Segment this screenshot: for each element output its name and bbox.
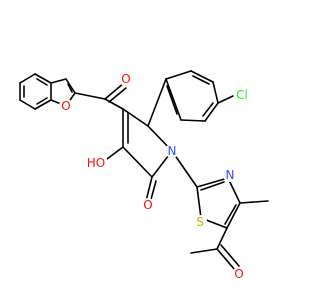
atom-label-n-thiazole: N xyxy=(226,168,235,182)
bond xyxy=(190,70,214,83)
bond xyxy=(165,78,182,121)
bond xyxy=(192,75,210,85)
bond xyxy=(204,102,219,122)
acetyl-oxygen-atom: O xyxy=(232,267,246,281)
bond xyxy=(239,200,269,204)
bond xyxy=(196,186,202,219)
atom-label-cl: Cl xyxy=(236,88,248,102)
bond xyxy=(216,227,228,250)
chlorine-atom: Cl xyxy=(234,88,250,102)
lactam-oxygen-atom: O xyxy=(141,198,155,212)
bond xyxy=(220,244,240,267)
bond xyxy=(108,87,127,103)
bond xyxy=(104,98,124,110)
furan-oxygen-atom: O xyxy=(59,99,73,113)
bond xyxy=(226,202,241,229)
bonds xyxy=(19,70,269,271)
bond xyxy=(166,85,178,115)
atom-labels: O O HO N O Cl N S xyxy=(59,72,250,281)
ketone-oxygen-atom: O xyxy=(119,72,133,86)
bond xyxy=(171,150,198,188)
atom-label-o-furan: O xyxy=(61,99,70,113)
bond xyxy=(34,73,52,84)
hydroxyl-group: HO xyxy=(85,156,107,170)
bond xyxy=(227,177,241,204)
bond xyxy=(217,95,234,104)
thiazole-nitrogen-atom: N xyxy=(223,168,237,182)
atom-label-o-lactam: O xyxy=(143,198,152,212)
bond xyxy=(202,102,214,117)
bond xyxy=(122,146,153,178)
bond xyxy=(200,181,225,191)
bond xyxy=(104,82,125,100)
bond xyxy=(165,70,192,80)
bond xyxy=(224,204,237,225)
atom-label-s-thiazole: S xyxy=(196,215,204,229)
bond xyxy=(74,92,106,100)
bond xyxy=(50,78,67,84)
bond xyxy=(147,78,167,127)
bond xyxy=(145,176,153,202)
bond xyxy=(122,108,149,127)
bond xyxy=(19,73,36,84)
pyrrolone-nitrogen-atom: N xyxy=(165,144,179,158)
bond xyxy=(212,81,219,104)
bond xyxy=(36,97,48,105)
bond xyxy=(190,248,218,254)
bond xyxy=(180,119,206,122)
atom-label-n-pyrrolone: N xyxy=(168,144,177,158)
bond xyxy=(19,99,36,110)
bond xyxy=(216,248,236,271)
bond xyxy=(65,78,76,94)
thiazole-sulfur-atom: S xyxy=(193,215,207,229)
bond xyxy=(34,99,52,110)
bond xyxy=(196,177,229,188)
bond xyxy=(67,83,73,93)
atom-label-o-ketone: O xyxy=(121,72,130,86)
atom-label-o-acetyl: O xyxy=(234,267,243,281)
molecule-structure: O O HO N O Cl N S xyxy=(19,70,269,281)
atom-label-hydroxyl: HO xyxy=(87,156,105,170)
bond xyxy=(36,78,48,86)
